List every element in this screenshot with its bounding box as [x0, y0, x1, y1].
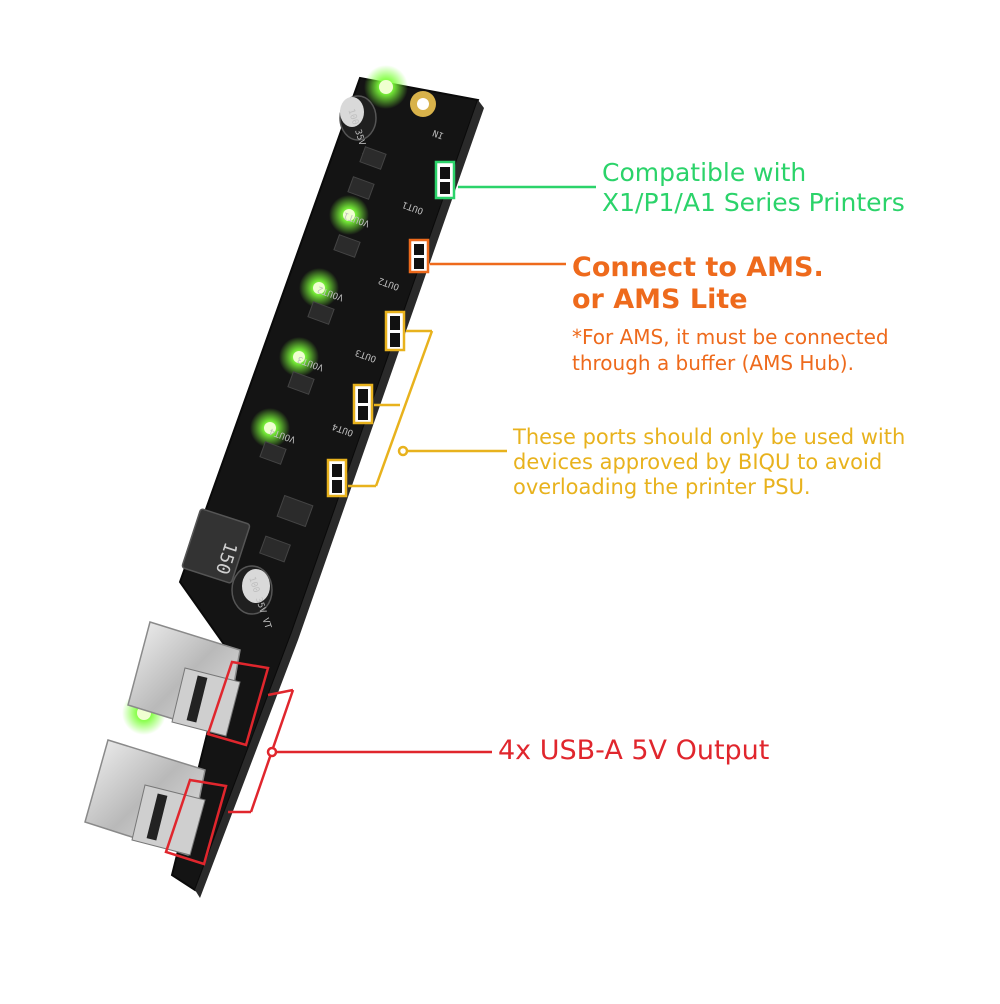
ams-title-line-1: Connect to AMS. — [572, 252, 824, 283]
led-vout3 — [279, 337, 319, 377]
usb-box-upper — [206, 660, 270, 747]
led-power — [364, 65, 408, 109]
led-vout4 — [250, 408, 290, 448]
pcb-board — [170, 76, 480, 892]
pcb-edge — [195, 100, 484, 898]
connector-out1 — [408, 238, 430, 274]
leader-red — [228, 688, 492, 814]
ports-warning-line-1: These ports should only be used with — [513, 425, 906, 449]
inductor: 150 — [181, 508, 251, 584]
led-vout2 — [299, 268, 339, 308]
ams-note-line-1: *For AMS, it must be connected — [572, 325, 889, 349]
ams-title-line-2: or AMS Lite — [572, 284, 748, 315]
usb-highlight-boxes — [164, 660, 270, 866]
ports-warning-line-3: overloading the printer PSU. — [513, 475, 811, 499]
mounting-hole-center — [417, 98, 429, 110]
usb-port-lower — [84, 739, 206, 856]
led-vout1 — [329, 195, 369, 235]
usb-box-lower — [164, 778, 228, 866]
compatibility-line-1: Compatible with — [602, 158, 807, 187]
compatibility-label: Compatible with X1/P1/A1 Series Printers — [602, 158, 905, 218]
compatibility-line-2: X1/P1/A1 Series Printers — [602, 188, 905, 217]
smd-components — [259, 146, 387, 563]
ports-warning-line-2: devices approved by BIQU to avoid — [513, 450, 883, 474]
ams-label: Connect to AMS. or AMS Lite — [572, 252, 824, 316]
connector-in — [434, 160, 456, 200]
connector-out2 — [384, 310, 406, 352]
connector-out3 — [352, 383, 374, 425]
silk-in: IN — [432, 127, 446, 140]
leader-yellow — [348, 329, 507, 488]
ports-warning-label: These ports should only be used with dev… — [513, 425, 905, 500]
capacitor-bottom: 100 35V VT — [231, 565, 273, 631]
usb-output-label: 4x USB-A 5V Output — [498, 735, 770, 766]
ams-note-line-2: through a buffer (AMS Hub). — [572, 351, 854, 375]
ams-note: *For AMS, it must be connected through a… — [572, 324, 889, 376]
usb-port-upper — [127, 621, 241, 737]
connector-out4 — [326, 458, 348, 498]
